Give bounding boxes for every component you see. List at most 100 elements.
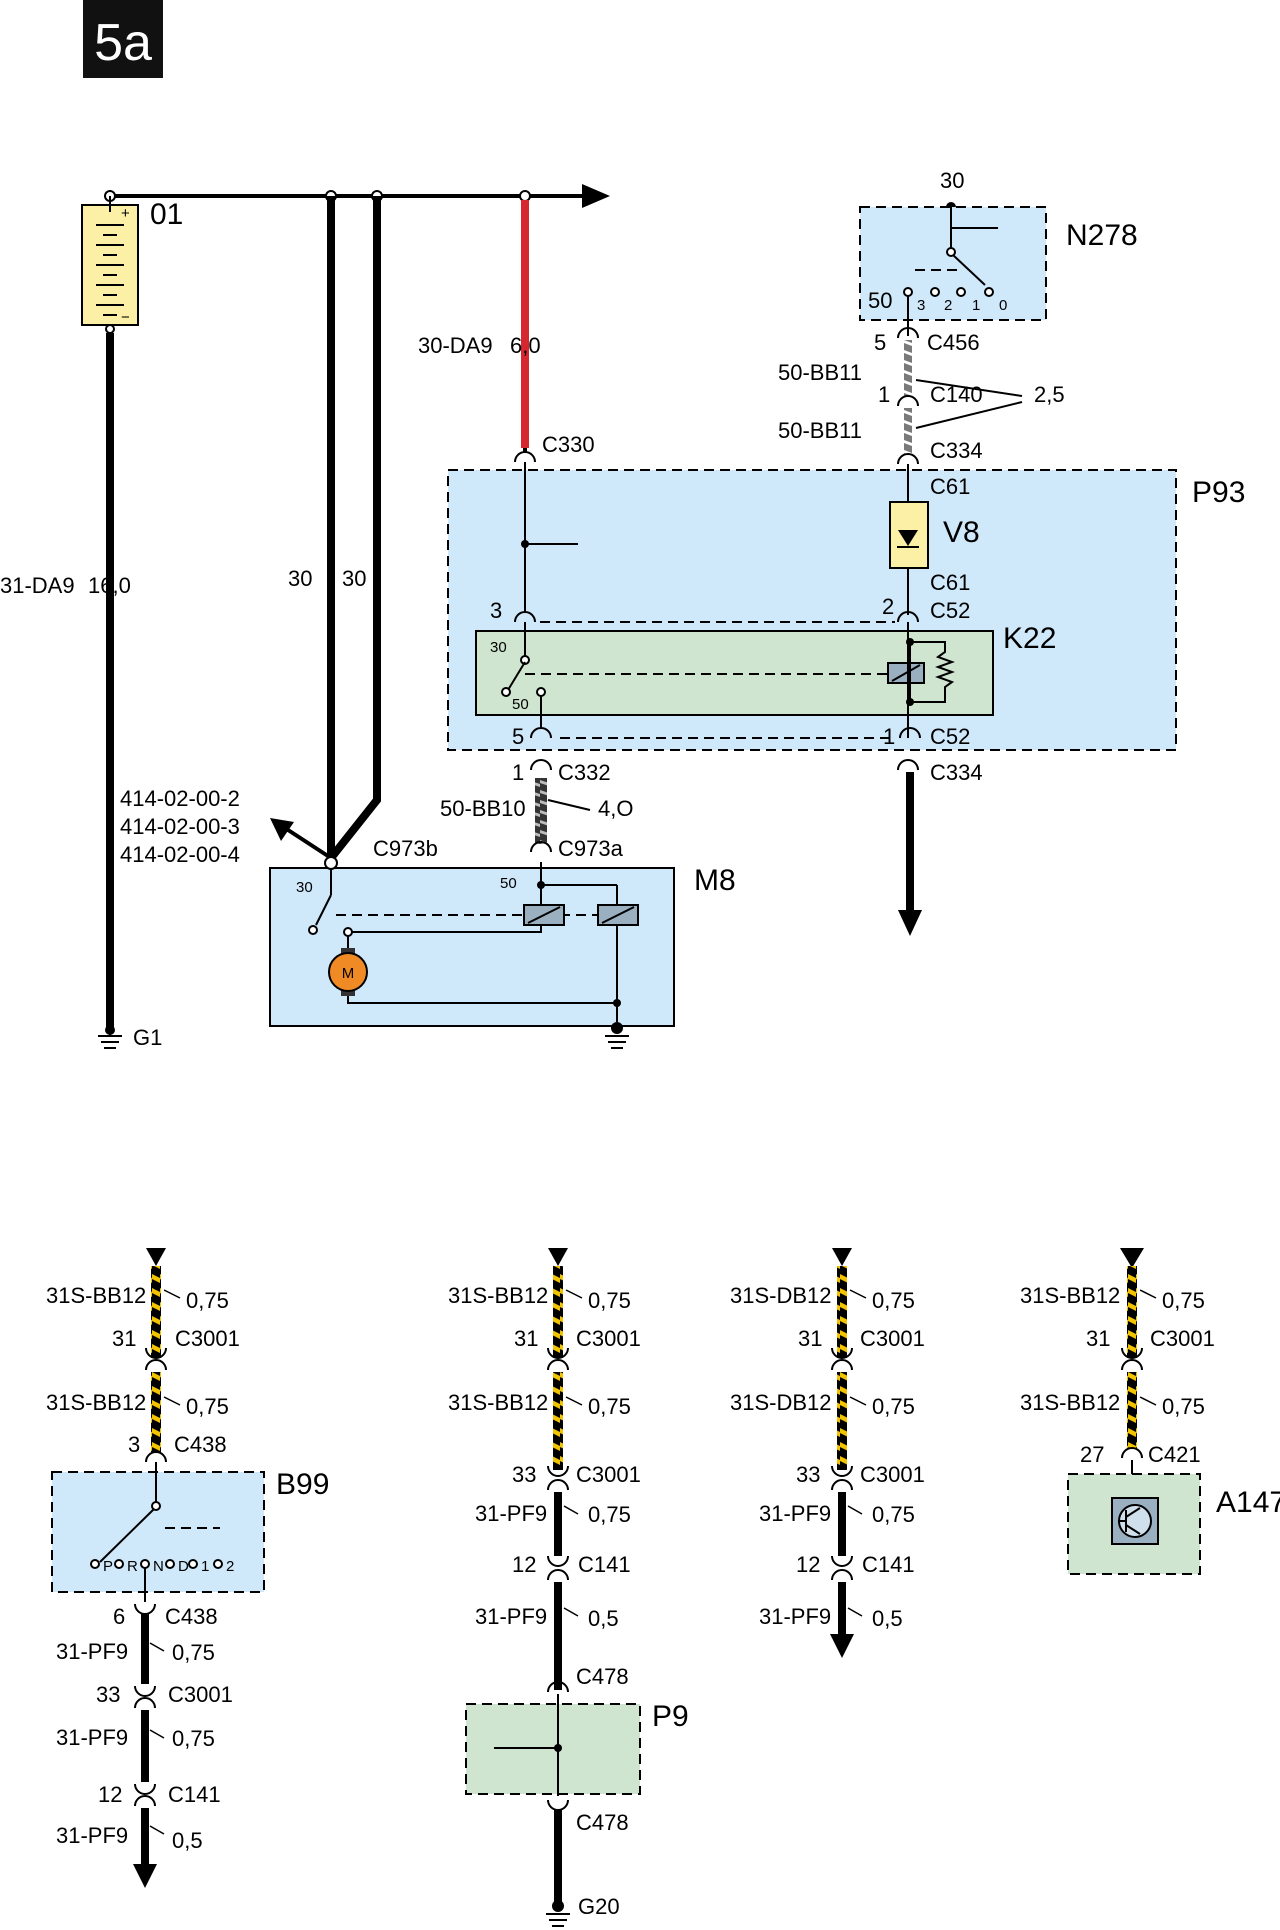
pin-c332-1: 1 xyxy=(512,760,524,785)
switch-n278-label: N278 xyxy=(1066,219,1138,252)
col3-size-1: 0,75 xyxy=(872,1288,915,1313)
conn-c61-top: C61 xyxy=(930,474,970,499)
diode-icon xyxy=(898,530,918,546)
col1-size-4: 0,75 xyxy=(172,1726,215,1751)
col2-conn-3: C141 xyxy=(578,1552,631,1577)
col4-pin-1: 31 xyxy=(1086,1326,1110,1351)
page-badge: 5a xyxy=(83,0,163,78)
conn-c52-top: C52 xyxy=(930,598,970,623)
col1-wire-1: 31S-BB12 xyxy=(46,1283,146,1308)
col2-conn-2: C3001 xyxy=(576,1462,641,1487)
col4-wire-2: 31S-BB12 xyxy=(1020,1390,1120,1415)
diode-v8-label: V8 xyxy=(943,516,980,549)
label-text: M xyxy=(342,965,355,982)
col3-wire-4: 31-PF9 xyxy=(759,1604,831,1629)
col2-size-1: 0,75 xyxy=(588,1288,631,1313)
starter-ground-icon xyxy=(605,1022,629,1049)
col3-size-4: 0,5 xyxy=(872,1606,903,1631)
column-2: 31S-BB12 0,75 31 C3001 31S-BB12 0,75 33 … xyxy=(448,1248,641,1693)
wire-label-30-da9: 30-DA9 xyxy=(418,333,493,358)
ref-2: 414-02-00-3 xyxy=(120,814,240,839)
col3-pin-2: 33 xyxy=(796,1462,820,1487)
range-1: 1 xyxy=(201,1558,209,1575)
col4-conn-2: C421 xyxy=(1148,1442,1201,1467)
wire-size-2-5: 2,5 xyxy=(1034,382,1065,407)
col3-pin-3: 12 xyxy=(796,1552,820,1577)
conn-c52-bot: C52 xyxy=(930,724,970,749)
pin-k22-50: 50 xyxy=(512,696,529,713)
column-1: 31S-BB12 0,75 31 C3001 31S-BB12 0,75 3 C… xyxy=(46,1248,240,1463)
n278-pin-1: 1 xyxy=(972,297,980,314)
wire-30-b xyxy=(327,196,381,861)
range-switch-b99 xyxy=(52,1472,264,1592)
col3-wire-2: 31S-DB12 xyxy=(730,1390,832,1415)
col1-size-3: 0,75 xyxy=(172,1640,215,1665)
module-p93-label: P93 xyxy=(1192,476,1245,509)
wire-label-50-bb11-a: 50-BB11 xyxy=(778,360,862,385)
column-1-lower: 6 C438 31-PF9 0,75 33 C3001 31-PF9 0,75 … xyxy=(56,1603,233,1888)
column-3: 31S-DB12 0,75 31 C3001 31S-DB12 0,75 33 … xyxy=(730,1248,925,1658)
ref-arrow-icon xyxy=(270,818,294,841)
range-p: P xyxy=(103,1558,113,1575)
col2-wire-3: 31-PF9 xyxy=(475,1501,547,1526)
conn-c330: C330 xyxy=(542,432,595,457)
battery-label: 01 xyxy=(150,198,183,231)
n278-pin-3: 3 xyxy=(917,297,925,314)
col2-pin-2: 33 xyxy=(512,1462,536,1487)
col2-size-2: 0,75 xyxy=(588,1394,631,1419)
range-r: R xyxy=(127,1558,138,1575)
col4-conn-1: C3001 xyxy=(1150,1326,1215,1351)
col2-pin-3: 12 xyxy=(512,1552,536,1577)
col1-size-1: 0,75 xyxy=(186,1288,229,1313)
range-switch-b99-label: B99 xyxy=(276,1468,329,1501)
ground-g1-label: G1 xyxy=(133,1025,162,1050)
conn-c973a: C973a xyxy=(558,836,624,861)
conn-c334-top: C334 xyxy=(930,438,983,463)
col1-wire-3: 31-PF9 xyxy=(56,1639,128,1664)
wire-size-4: 4,O xyxy=(598,796,633,821)
ground-g20-label: G20 xyxy=(578,1894,620,1919)
battery-plus: + xyxy=(121,205,130,222)
conn-c334-bot: C334 xyxy=(930,760,983,785)
column-4: 31S-BB12 0,75 31 C3001 31S-BB12 0,75 27 … xyxy=(1020,1248,1215,1484)
pin-k22-30: 30 xyxy=(490,639,507,656)
wire-label-31-da9: 31-DA9 xyxy=(0,573,75,598)
conn-c456: C456 xyxy=(927,330,980,355)
col1-pin-4: 33 xyxy=(96,1682,120,1707)
col1-conn-3: C438 xyxy=(165,1604,218,1629)
col2-size-4: 0,5 xyxy=(588,1606,619,1631)
range-positions: P R N D 1 2 xyxy=(90,1558,234,1575)
col1-conn-4: C3001 xyxy=(168,1682,233,1707)
col1-wire-5: 31-PF9 xyxy=(56,1823,128,1848)
conn-c973b: C973b xyxy=(373,836,438,861)
n278-pin-0: 0 xyxy=(999,297,1007,314)
m8-pin-30: 30 xyxy=(296,879,313,896)
col1-pin-3: 6 xyxy=(113,1604,125,1629)
range-d: D xyxy=(178,1558,189,1575)
motor-icon: M xyxy=(328,948,368,996)
col4-pin-2: 27 xyxy=(1080,1442,1104,1467)
badge-text: 5a xyxy=(94,14,152,72)
pin-c140-1: 1 xyxy=(878,382,890,407)
col2-wire-2: 31S-BB12 xyxy=(448,1390,548,1415)
col2-conn-1: C3001 xyxy=(576,1326,641,1351)
col1-size-2: 0,75 xyxy=(186,1394,229,1419)
col1-size-5: 0,5 xyxy=(172,1828,203,1853)
wire-label-30-a: 30 xyxy=(288,566,312,591)
col3-size-3: 0,75 xyxy=(872,1502,915,1527)
col3-wire-3: 31-PF9 xyxy=(759,1501,831,1526)
col1-conn-2: C438 xyxy=(174,1432,227,1457)
pin-k22-3: 3 xyxy=(490,598,502,623)
range-2: 2 xyxy=(226,1558,234,1575)
ref-3: 414-02-00-4 xyxy=(120,842,240,867)
wire-size-16: 16,0 xyxy=(88,573,131,598)
col3-wire-1: 31S-DB12 xyxy=(730,1283,832,1308)
col1-wire-2: 31S-BB12 xyxy=(46,1390,146,1415)
battery: + − xyxy=(81,196,139,334)
connector-c330 xyxy=(514,448,536,463)
starter-m8-label: M8 xyxy=(694,864,736,897)
col1-pin-1: 31 xyxy=(112,1326,136,1351)
pin-k22-1: 1 xyxy=(883,724,895,749)
down-arrow-icon xyxy=(898,910,922,936)
col2-conn-4: C478 xyxy=(576,1664,629,1689)
